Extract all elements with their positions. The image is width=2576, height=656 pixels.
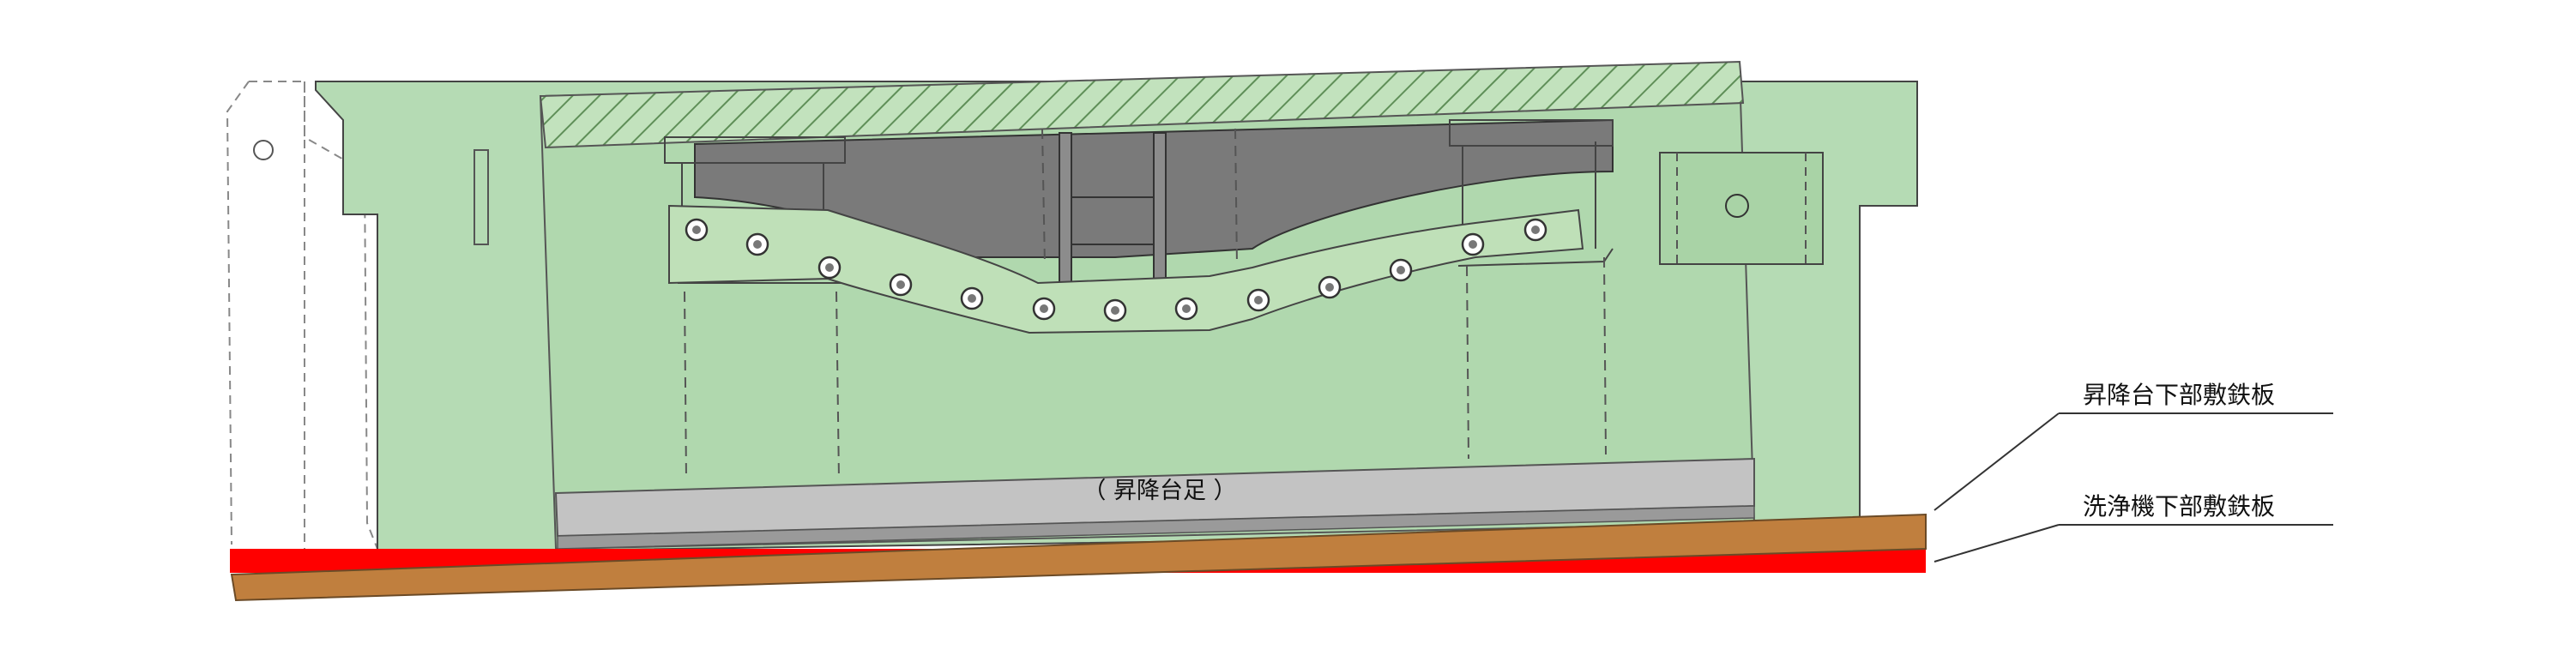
callout-lift-base-plate: 昇降台下部敷鉄板	[1934, 381, 2333, 511]
right-square-block	[1659, 152, 1824, 265]
lift-base-plate-label: 昇降台下部敷鉄板	[2083, 381, 2275, 409]
callout-washer-base-plate: 洗浄機下部敷鉄板	[1934, 492, 2333, 563]
lift-foot-shadow	[557, 505, 1755, 550]
bolt-row	[685, 218, 1547, 322]
top-hatched-plate	[539, 60, 1745, 149]
left-pivot-hole	[253, 140, 274, 160]
washer-base-plate	[230, 513, 1927, 602]
left-dashed-outline	[226, 81, 378, 550]
bolt-centers	[692, 226, 1540, 315]
left-slot	[474, 149, 489, 245]
lift-foot-label: （ 昇降台足 ）	[1083, 478, 1236, 504]
curved-bolt-plate	[668, 204, 1584, 334]
hidden-lines	[684, 128, 1607, 481]
right-pivot-hole	[1725, 194, 1749, 218]
washer-base-plate-label: 洗浄機下部敷鉄板	[2083, 492, 2275, 521]
